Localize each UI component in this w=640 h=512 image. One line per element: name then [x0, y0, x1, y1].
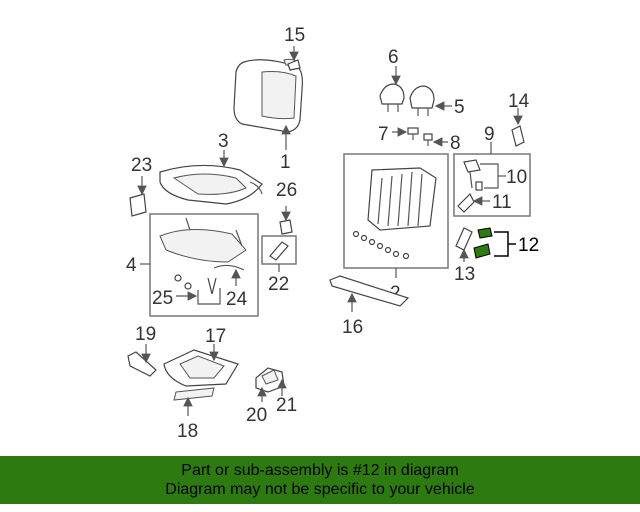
- callout-19: 19: [135, 324, 156, 345]
- seat-back-frame-part-2: [352, 167, 437, 260]
- frame-box-part-4: [149, 213, 259, 317]
- callout-14: 14: [508, 91, 530, 112]
- callout-20: 20: [246, 405, 267, 426]
- callout-10: 10: [506, 167, 527, 188]
- callout-12: 12: [518, 235, 539, 256]
- callout-1: 1: [280, 152, 291, 173]
- floor-tray-part-17: [163, 349, 239, 387]
- bracket-10: [480, 163, 499, 189]
- trim-part-16: [329, 275, 410, 307]
- callout-3: 3: [218, 131, 229, 152]
- seat-frame-part-4: [159, 217, 247, 305]
- callout-24: 24: [226, 289, 248, 310]
- callout-23: 23: [131, 155, 152, 176]
- callout-11: 11: [492, 192, 512, 213]
- callout-21: 21: [276, 395, 297, 416]
- clip-part-15: [287, 59, 301, 71]
- callout-4: 4: [126, 255, 137, 276]
- bracket-12: [494, 231, 509, 257]
- callout-25: 25: [152, 288, 173, 309]
- cover-part-11: [457, 192, 475, 213]
- notice-banner: Part or sub-assembly is #12 in diagram D…: [0, 456, 640, 504]
- callout-26: 26: [276, 180, 297, 201]
- callout-15: 15: [284, 25, 305, 46]
- rail-part-19: [127, 351, 157, 377]
- callout-6: 6: [388, 47, 399, 68]
- bracket-part-22: [269, 241, 289, 261]
- notice-line-1: Part or sub-assembly is #12 in diagram: [181, 462, 459, 479]
- seat-cushion-part-3: [159, 164, 263, 205]
- callout-5: 5: [454, 97, 465, 118]
- cap-part-26: [279, 219, 293, 235]
- callout-18: 18: [177, 421, 198, 442]
- highlighted-part-12: [473, 227, 493, 259]
- callout-7: 7: [378, 124, 389, 145]
- callout-13: 13: [454, 264, 475, 285]
- cover-part-13: [455, 227, 473, 251]
- callout-8: 8: [450, 133, 461, 154]
- guide-part-8: [423, 133, 433, 146]
- callout-9: 9: [484, 124, 495, 145]
- seat-back-part-1: [233, 58, 303, 133]
- headrest-part-6: [379, 83, 405, 112]
- latch-part-20-21: [255, 367, 285, 393]
- parts-diagram: 1 15 3 23 4 24 25 26 22 19: [126, 25, 539, 442]
- trim-part-23: [129, 193, 147, 217]
- recliner-box-part-9: [453, 153, 531, 217]
- callout-22: 22: [268, 274, 289, 295]
- notice-line-2: Diagram may not be specific to your vehi…: [165, 481, 475, 498]
- callout-16: 16: [342, 317, 363, 338]
- callout-17: 17: [205, 326, 226, 347]
- guide-part-7: [407, 127, 419, 140]
- pad-part-18: [173, 387, 215, 401]
- headrest-part-5: [409, 85, 435, 116]
- recliner-part-10: [463, 159, 483, 191]
- cover-part-14: [511, 125, 525, 147]
